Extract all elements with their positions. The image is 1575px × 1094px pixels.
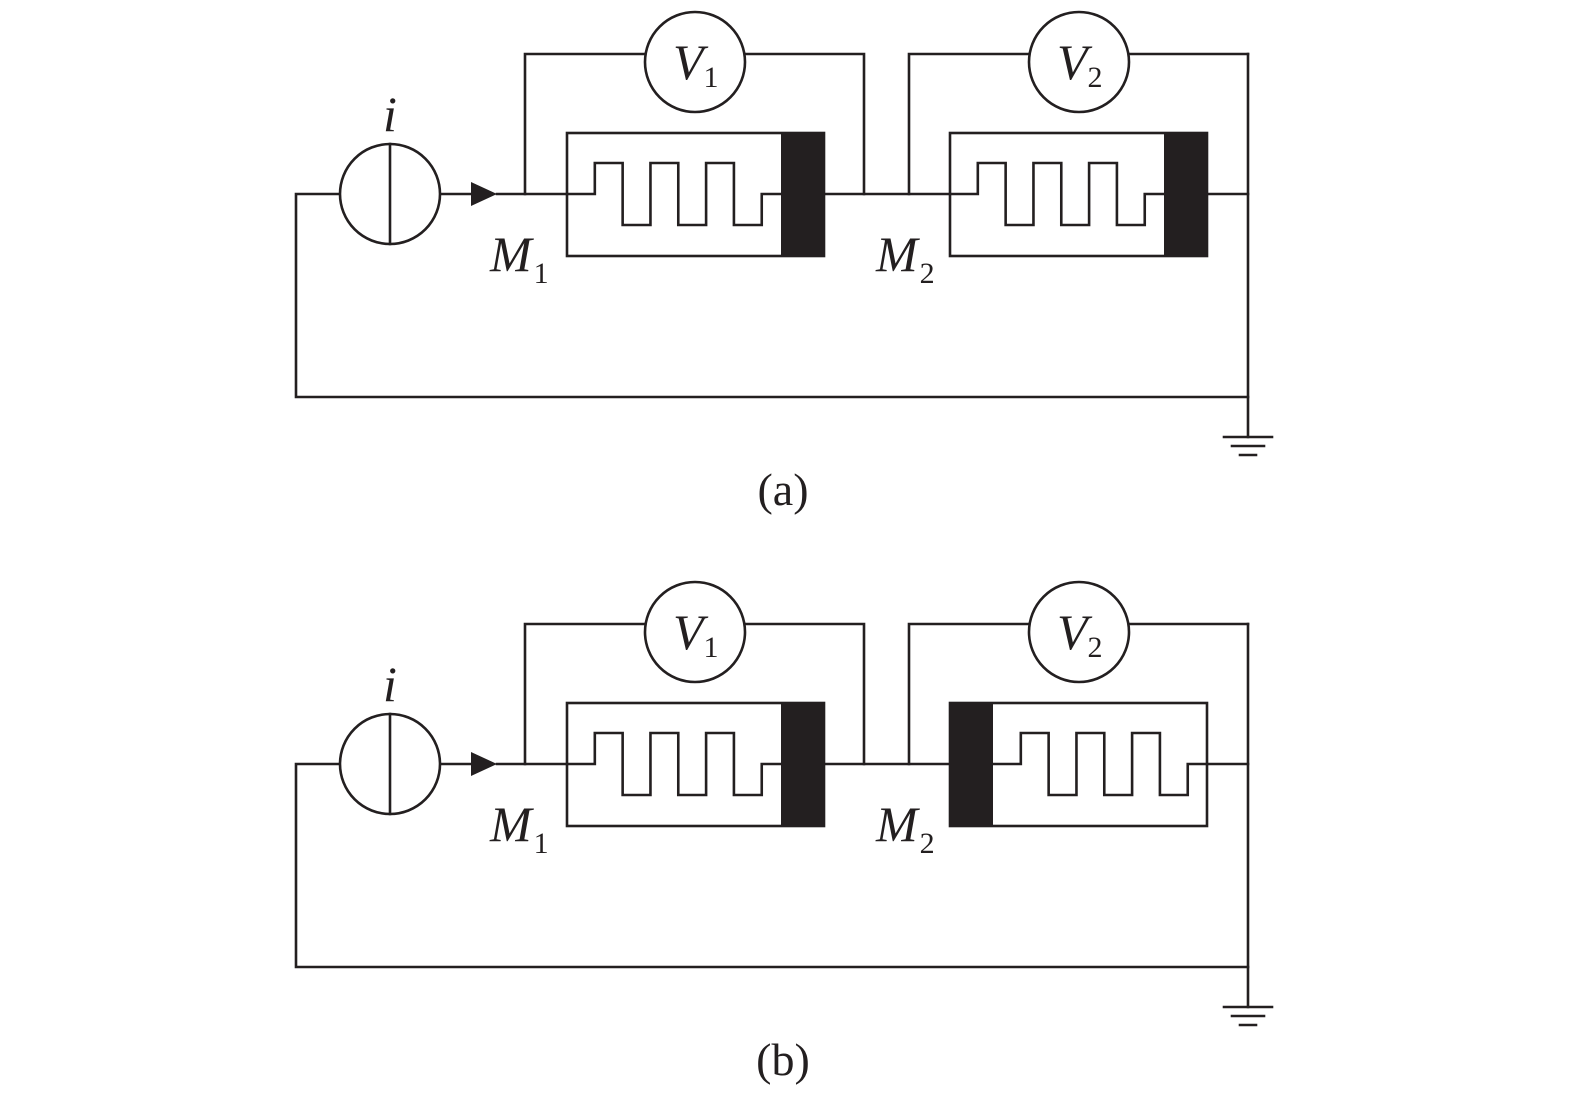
voltmeter-1: V1	[643, 580, 747, 684]
memristor-1	[565, 701, 826, 828]
memristor-label-2: M2	[875, 796, 935, 860]
current-source-icon	[338, 712, 442, 816]
memristor-polarity-bar	[781, 133, 824, 256]
voltmeter-1-wire-right	[743, 622, 866, 766]
source-label: i	[383, 86, 397, 142]
voltmeter-icon	[1027, 580, 1131, 684]
current-arrow-icon	[471, 752, 497, 776]
memristor-zigzag	[991, 731, 1209, 797]
voltmeter-1-wire-left	[523, 622, 647, 766]
voltmeter-2: V2	[1027, 10, 1131, 114]
panel-caption: (a)	[757, 464, 808, 515]
voltmeter-icon	[643, 580, 747, 684]
ground-icon	[1222, 435, 1274, 457]
voltmeter-1-wire-right	[743, 52, 866, 196]
memristor-zigzag	[565, 161, 783, 227]
voltmeter-2-wire-left	[907, 52, 1031, 196]
voltmeter-1: V1	[643, 10, 747, 114]
memristor-polarity-bar	[1164, 133, 1207, 256]
memristor-2	[948, 131, 1209, 258]
voltmeter-label: V2	[1057, 34, 1103, 94]
memristor-zigzag	[565, 731, 783, 797]
memristor-label-2: M2	[875, 226, 935, 290]
memristor-label-1: M1	[489, 796, 549, 860]
memristor-1	[565, 131, 826, 258]
memristor-zigzag	[948, 161, 1166, 227]
voltmeter-2-wire-left	[907, 622, 1031, 766]
source-label: i	[383, 656, 397, 712]
voltmeter-label: V1	[673, 604, 719, 664]
wire-source-left	[294, 762, 1250, 969]
current-source-icon	[338, 142, 442, 246]
ground-icon	[1222, 1005, 1274, 1027]
voltmeter-1-wire-left	[523, 52, 647, 196]
panel-caption: (b)	[756, 1034, 810, 1085]
wire-source-left	[294, 192, 1250, 399]
voltmeter-label: V2	[1057, 604, 1103, 664]
voltmeter-label: V1	[673, 34, 719, 94]
voltmeter-2: V2	[1027, 580, 1131, 684]
memristor-polarity-bar	[950, 703, 993, 826]
voltmeter-icon	[1027, 10, 1131, 114]
current-arrow-icon	[471, 182, 497, 206]
memristor-2	[948, 701, 1209, 828]
memristor-label-1: M1	[489, 226, 549, 290]
memristor-polarity-bar	[781, 703, 824, 826]
voltmeter-icon	[643, 10, 747, 114]
